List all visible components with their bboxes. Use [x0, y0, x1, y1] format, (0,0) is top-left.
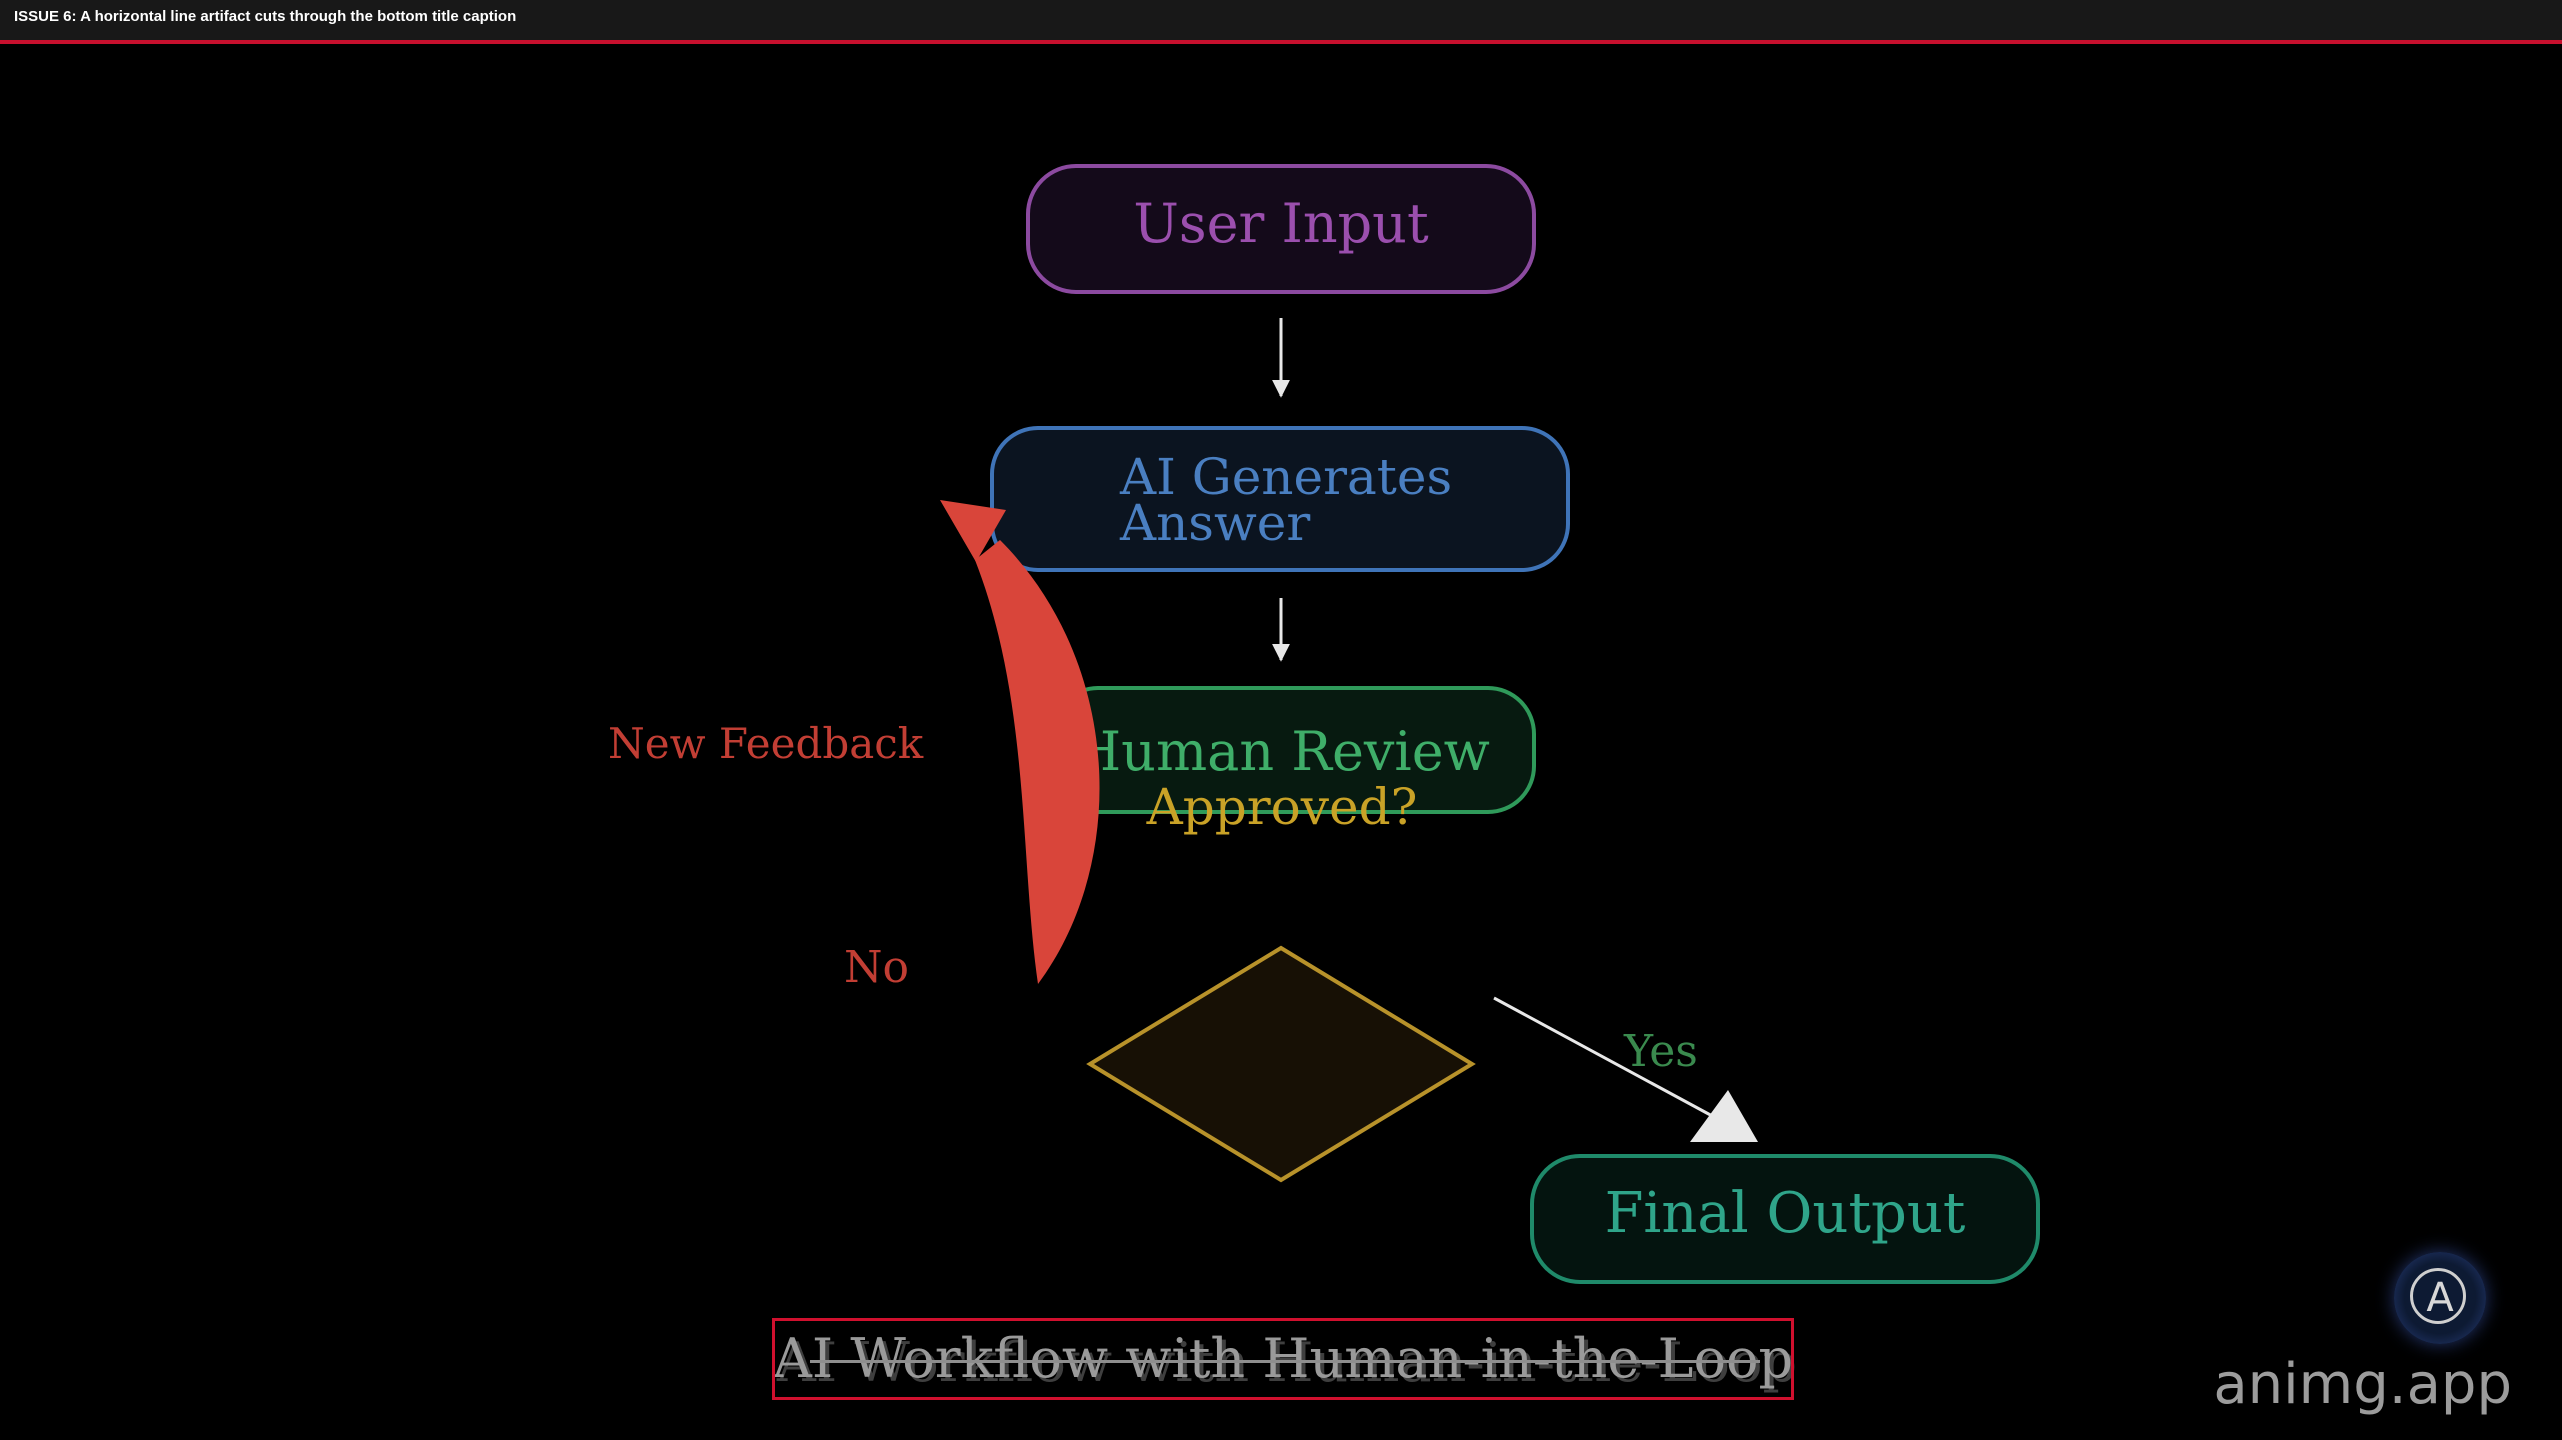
edge-new-feedback-label: New Feedback	[608, 719, 924, 768]
arrow-yes-to-final	[1493, 996, 1758, 1142]
issue-banner-text: ISSUE 6: A horizontal line artifact cuts…	[14, 8, 517, 25]
node-user-input: User Input	[1026, 164, 1536, 294]
feedback-loop-arrow	[940, 500, 1100, 984]
node-final-output: Final Output	[1530, 1154, 2040, 1284]
watermark-badge-letter: A	[2426, 1275, 2454, 1321]
watermark-ring-icon	[2410, 1268, 2466, 1324]
decision-approved-label: Approved?	[1146, 778, 1418, 836]
node-ai-generates-answer: AI Generates Answer	[990, 426, 1570, 572]
node-user-input-label: User Input	[1133, 192, 1429, 255]
node-final-output-label: Final Output	[1605, 1181, 1966, 1246]
caption-title: AI Workflow with Human-in-the-Loop	[772, 1327, 1794, 1390]
decision-diamond	[1086, 945, 1476, 1183]
issue-banner: ISSUE 6: A horizontal line artifact cuts…	[0, 0, 2562, 44]
caption-highlight-box	[772, 1318, 1794, 1400]
node-human-review-label: Human Review	[1074, 720, 1490, 783]
caption-line-artifact	[810, 1360, 1760, 1363]
node-human-review: Human Review	[1050, 686, 1536, 814]
node-ai-generates-label-line2: Answer	[1119, 494, 1310, 552]
node-ai-generates-label-line1: AI Generates	[1119, 448, 1452, 506]
watermark-text: animg.app	[2213, 1352, 2512, 1417]
edge-no-label: No	[844, 942, 909, 993]
edge-yes-label: Yes	[1623, 1026, 1698, 1077]
